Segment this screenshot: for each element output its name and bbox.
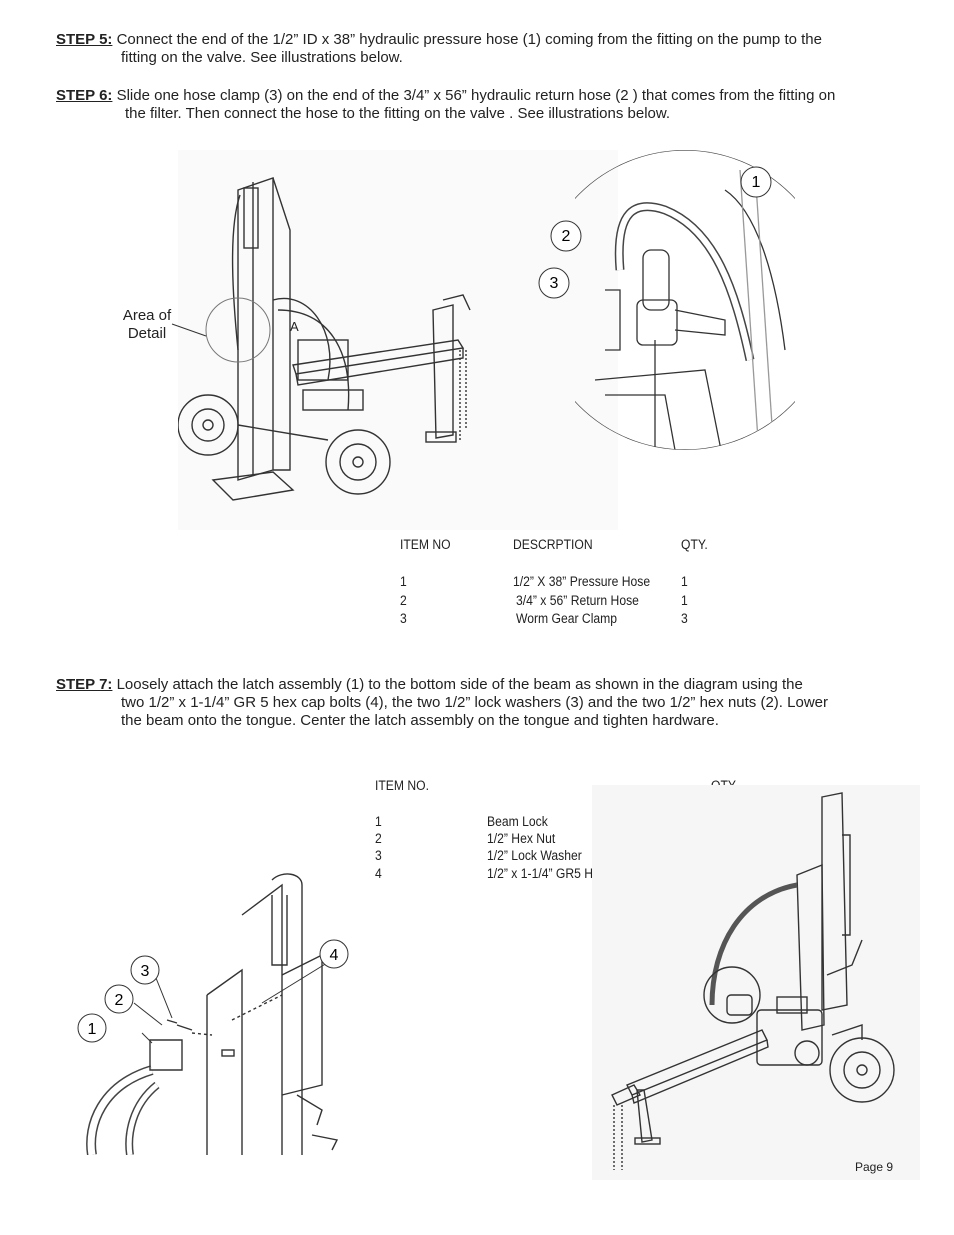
detail-callout-2: 2 [550, 220, 582, 252]
table1-row2-item: 2 [400, 593, 407, 608]
table2-row3-desc: 1/2” Lock Washer [487, 848, 582, 863]
area-of-detail-line1: Area of [122, 307, 172, 324]
table1-row1-qty: 1 [681, 574, 688, 589]
step-5-label: STEP 5: [56, 31, 113, 48]
table1-row3-item: 3 [400, 611, 407, 626]
step-7-label: STEP 7: [56, 676, 113, 693]
step-7: STEP 7: Loosely attach the latch assembl… [56, 676, 916, 730]
table2-row2-desc: 1/2” Hex Nut [487, 831, 556, 846]
step-7-text: Loosely attach the latch assembly (1) to… [112, 676, 803, 693]
parts-table-1: ITEM NO DESCRPTION QTY. 1 1/2” X 38” Pre… [400, 537, 730, 632]
latch-callout-4-number: 4 [330, 947, 339, 964]
area-of-detail-label: Area of Detail [112, 307, 182, 343]
step-5-text: Connect the end of the 1/2” ID x 38” hyd… [112, 31, 822, 48]
latch-callout-4: 4 [319, 939, 349, 969]
marker-a: A [290, 319, 299, 334]
table1-row2-desc: 3/4” x 56” Return Hose [516, 593, 639, 608]
latch-callout-3-number: 3 [141, 963, 150, 980]
area-of-detail-leader [171, 323, 207, 337]
splitter-overview-illustration [178, 150, 618, 530]
table1-header-item: ITEM NO [400, 537, 451, 552]
detail-callout-1-number: 1 [752, 174, 761, 191]
step-7-text-cont-1: two 1/2” x 1-1/4” GR 5 hex cap bolts (4)… [121, 694, 828, 711]
table1-row2-qty: 1 [681, 593, 688, 608]
latch-callout-3: 3 [130, 955, 160, 985]
area-of-detail-line2: Detail [127, 325, 167, 342]
table2-row2-item: 2 [375, 831, 382, 846]
step-6-text: Slide one hose clamp (3) on the end of t… [112, 87, 836, 104]
latch-callout-1: 1 [77, 1013, 107, 1043]
table2-row1-item: 1 [375, 814, 382, 829]
table1-header-qty: QTY. [681, 537, 708, 552]
splitter-assembled-illustration [592, 785, 920, 1180]
latch-assembly-illustration [86, 873, 339, 1155]
step-6-text-cont: the filter. Then connect the hose to the… [125, 105, 671, 122]
table1-row1-desc: 1/2” X 38” Pressure Hose [513, 574, 651, 589]
detail-callout-3: 3 [538, 267, 570, 299]
table2-header-item: ITEM NO. [375, 778, 429, 793]
latch-callout-1-number: 1 [88, 1021, 97, 1038]
detail-callout-3-number: 3 [550, 275, 559, 292]
table1-row1-item: 1 [400, 574, 407, 589]
table1-row3-desc: Worm Gear Clamp [516, 611, 618, 626]
step-6-label: STEP 6: [56, 87, 113, 104]
step-7-text-cont-2: the beam onto the tongue. Center the lat… [121, 712, 719, 729]
latch-callout-2-number: 2 [115, 992, 124, 1009]
step-6: STEP 6: Slide one hose clamp (3) on the … [56, 87, 906, 123]
valve-detail-illustration [575, 150, 795, 450]
table2-row3-item: 3 [375, 848, 382, 863]
step-5-text-cont: fitting on the valve. See illustrations … [121, 49, 403, 66]
detail-callout-2-number: 2 [562, 228, 571, 245]
detail-callout-1: 1 [740, 166, 772, 198]
table1-header-desc: DESCRPTION [513, 537, 593, 552]
table2-row4-item: 4 [375, 866, 382, 881]
step-5: STEP 5: Connect the end of the 1/2” ID x… [56, 31, 906, 67]
latch-callout-2: 2 [104, 984, 134, 1014]
table2-row1-desc: Beam Lock [487, 814, 548, 829]
table1-row3-qty: 3 [681, 611, 688, 626]
page-number: Page 9 [855, 1160, 894, 1174]
